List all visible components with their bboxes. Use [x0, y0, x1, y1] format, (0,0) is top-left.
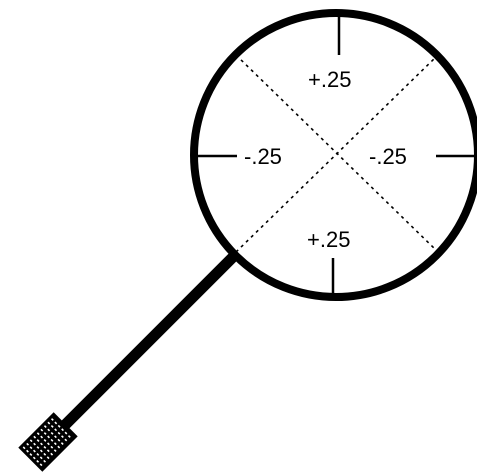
label-top: +.25	[308, 67, 351, 92]
label-bottom: +.25	[307, 227, 350, 252]
label-left: -.25	[244, 144, 282, 169]
label-right: -.25	[369, 144, 407, 169]
handle-shaft	[62, 256, 234, 428]
